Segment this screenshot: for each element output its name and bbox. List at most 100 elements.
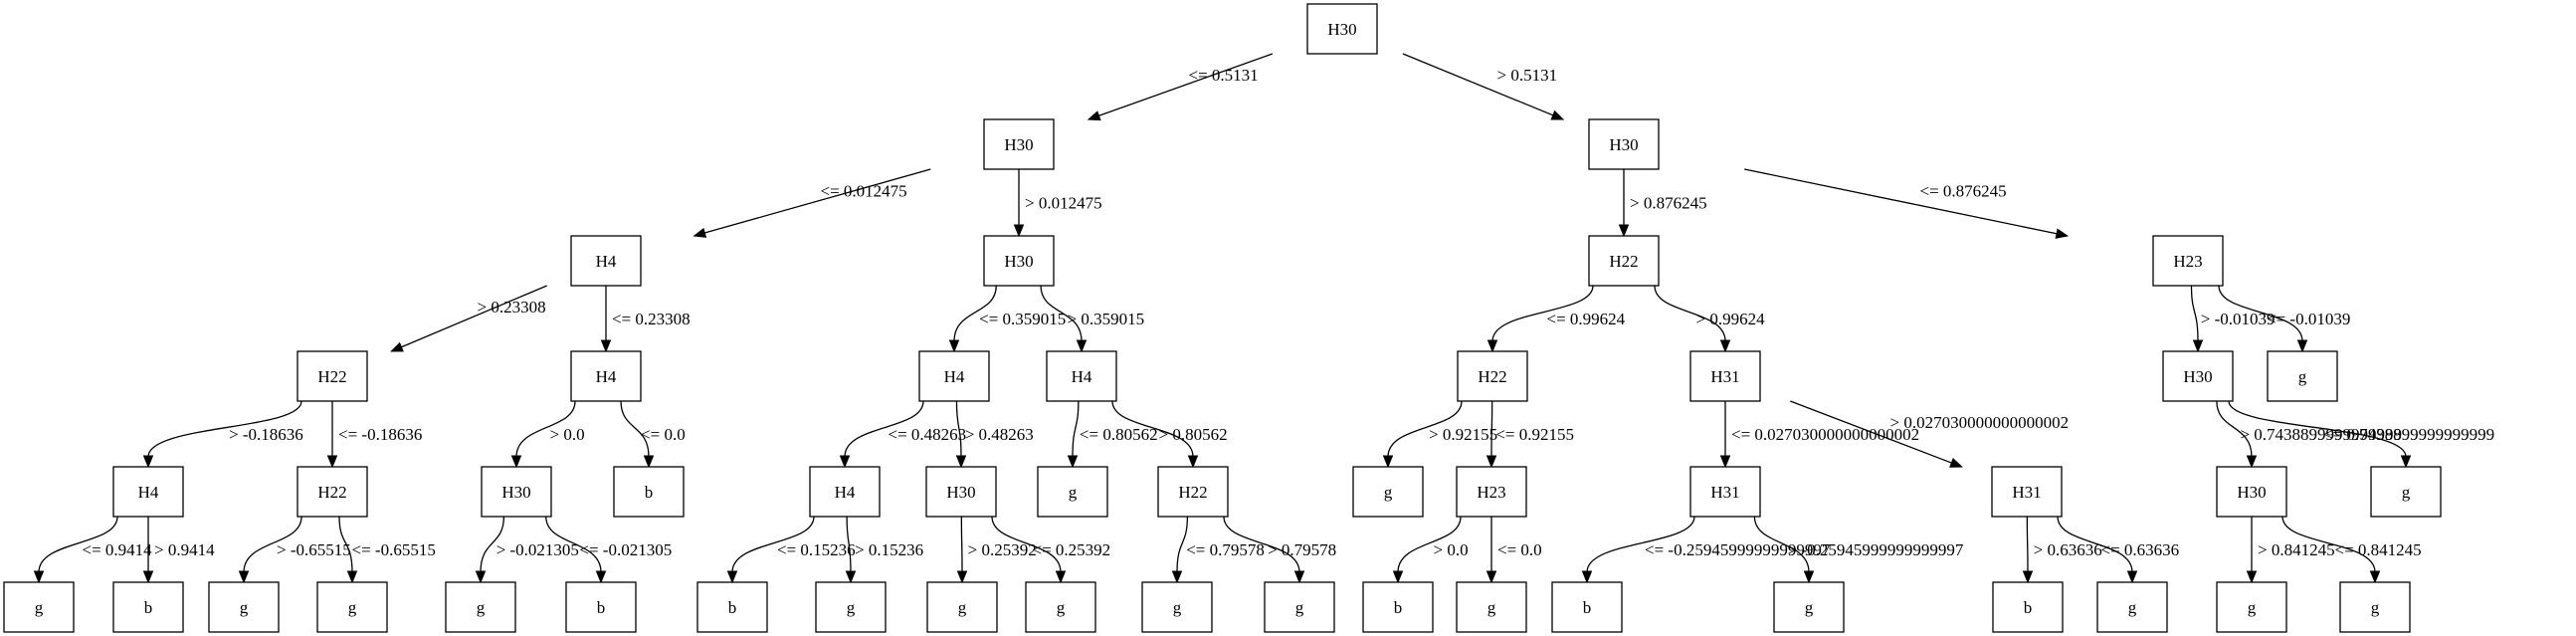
arrowhead-icon — [1187, 455, 1199, 469]
edge-condition-label: <= -0.25945999999999997 — [1645, 540, 1831, 559]
tree-split-node: H4 — [918, 350, 990, 402]
arrowhead-icon — [1618, 224, 1630, 238]
tree-edge: > 0.841245 — [2246, 516, 2335, 584]
tree-edge: > 0.92155 — [1382, 400, 1497, 469]
arrowhead-icon — [595, 570, 607, 584]
tree-leaf-node: b — [1362, 581, 1434, 633]
node-box — [1025, 581, 1096, 633]
tree-split-node: H4 — [112, 466, 184, 518]
edge-condition-label: > 0.9414 — [154, 540, 215, 559]
edge-condition-label: > 0.25392 — [968, 540, 1037, 559]
tree-edge: > -0.65515 — [238, 516, 351, 584]
arrowhead-icon — [839, 455, 851, 469]
node-box — [1456, 581, 1527, 633]
node-label: H23 — [2173, 252, 2202, 271]
arrowhead-icon — [956, 570, 968, 584]
node-label: H4 — [138, 483, 159, 502]
arrowhead-icon — [1013, 224, 1025, 238]
tree-edge: <= 0.359015 — [948, 285, 1066, 353]
arrowhead-icon — [845, 570, 857, 584]
arrowhead-icon — [238, 570, 250, 584]
tree-split-node: H4 — [1046, 350, 1117, 402]
node-box — [696, 581, 768, 633]
edge-condition-label: <= 0.359015 — [979, 310, 1066, 328]
tree-leaf-node: b — [565, 581, 637, 633]
edge-condition-label: > 0.0 — [550, 425, 585, 444]
tree-split-node: H30 — [2162, 350, 2234, 402]
arrowhead-icon — [1055, 570, 1067, 584]
edge-line — [991, 516, 1062, 573]
node-box — [2216, 466, 2287, 518]
edge-line — [1402, 53, 1555, 116]
node-box — [570, 235, 642, 287]
edge-line — [338, 516, 353, 573]
node-label: H30 — [1004, 135, 1033, 154]
node-label: b — [645, 483, 654, 502]
node-box — [1362, 581, 1434, 633]
arrowhead-icon — [955, 455, 967, 469]
node-label: g — [1069, 483, 1078, 502]
node-label: H30 — [1004, 252, 1033, 271]
arrowhead-icon — [1171, 570, 1183, 584]
node-label: H30 — [1327, 20, 1356, 39]
arrowhead-icon — [1076, 339, 1088, 353]
node-box — [1689, 466, 1761, 518]
arrowhead-icon — [643, 455, 655, 469]
edge-condition-label: <= 0.841245 — [2335, 540, 2422, 559]
node-box — [565, 581, 637, 633]
node-box — [112, 466, 184, 518]
tree-split-node: H30 — [1306, 3, 1378, 55]
node-box — [1456, 466, 1527, 518]
tree-edge: > 0.48263 — [955, 400, 1034, 469]
edge-line — [38, 516, 118, 573]
node-box — [297, 350, 368, 402]
node-label: g — [847, 598, 856, 617]
arrowhead-icon — [2246, 455, 2258, 469]
tree-edge: > 0.80562 — [1111, 400, 1228, 469]
tree-split-node: H23 — [1456, 466, 1527, 518]
edge-line — [1744, 168, 2059, 235]
tree-leaf-node: g — [1352, 466, 1424, 518]
arrowhead-icon — [1803, 570, 1815, 584]
node-box — [1588, 118, 1660, 170]
edge-condition-label: > 0.841245 — [2258, 540, 2335, 559]
node-box — [983, 118, 1055, 170]
tree-edge: > 0.012475 — [1013, 168, 1102, 238]
tree-leaf-node: g — [815, 581, 887, 633]
node-box — [1264, 581, 1335, 633]
edge-condition-label: <= 0.92155 — [1495, 425, 1574, 444]
edge-condition-label: <= 0.23308 — [612, 310, 691, 328]
tree-edge: <= 0.99624 — [1486, 285, 1626, 353]
edge-condition-label: > 0.027030000000000002 — [1890, 413, 2070, 432]
edge-condition-label: > -0.25945999999999997 — [1788, 540, 1964, 559]
edge-line — [955, 400, 962, 458]
node-label: H4 — [835, 483, 856, 502]
edge-line — [480, 516, 505, 573]
edge-condition-label: <= 0.48263 — [889, 425, 967, 444]
arrowhead-icon — [2055, 228, 2070, 239]
tree-edge: > -0.01039 — [2190, 285, 2276, 353]
node-label: g — [2128, 598, 2137, 617]
edge-condition-label: <= -0.65515 — [352, 540, 436, 559]
node-box — [3, 581, 75, 633]
tree-split-node: H30 — [2216, 466, 2287, 518]
tree-leaf-node: g — [2267, 350, 2338, 402]
arrowhead-icon — [1719, 455, 1731, 469]
edge-condition-label: <= 0.876245 — [1920, 182, 2007, 201]
edge-condition-label: > 0.23308 — [478, 298, 546, 317]
tree-split-node: H22 — [297, 350, 368, 402]
tree-split-node: H4 — [809, 466, 881, 518]
edge-line — [1586, 516, 1695, 573]
node-box — [1588, 235, 1660, 287]
arrowhead-icon — [2022, 570, 2034, 584]
node-box — [481, 466, 552, 518]
tree-split-node: H22 — [1457, 350, 1528, 402]
edge-condition-label: > 0.92155 — [1429, 425, 1497, 444]
tree-split-node: H31 — [1689, 466, 1761, 518]
tree-edge: > 0.79578 — [1223, 516, 1336, 584]
node-label: g — [1295, 598, 1304, 617]
node-label: b — [1583, 598, 1592, 617]
arrowhead-icon — [2126, 570, 2138, 584]
arrowhead-icon — [2369, 570, 2381, 584]
